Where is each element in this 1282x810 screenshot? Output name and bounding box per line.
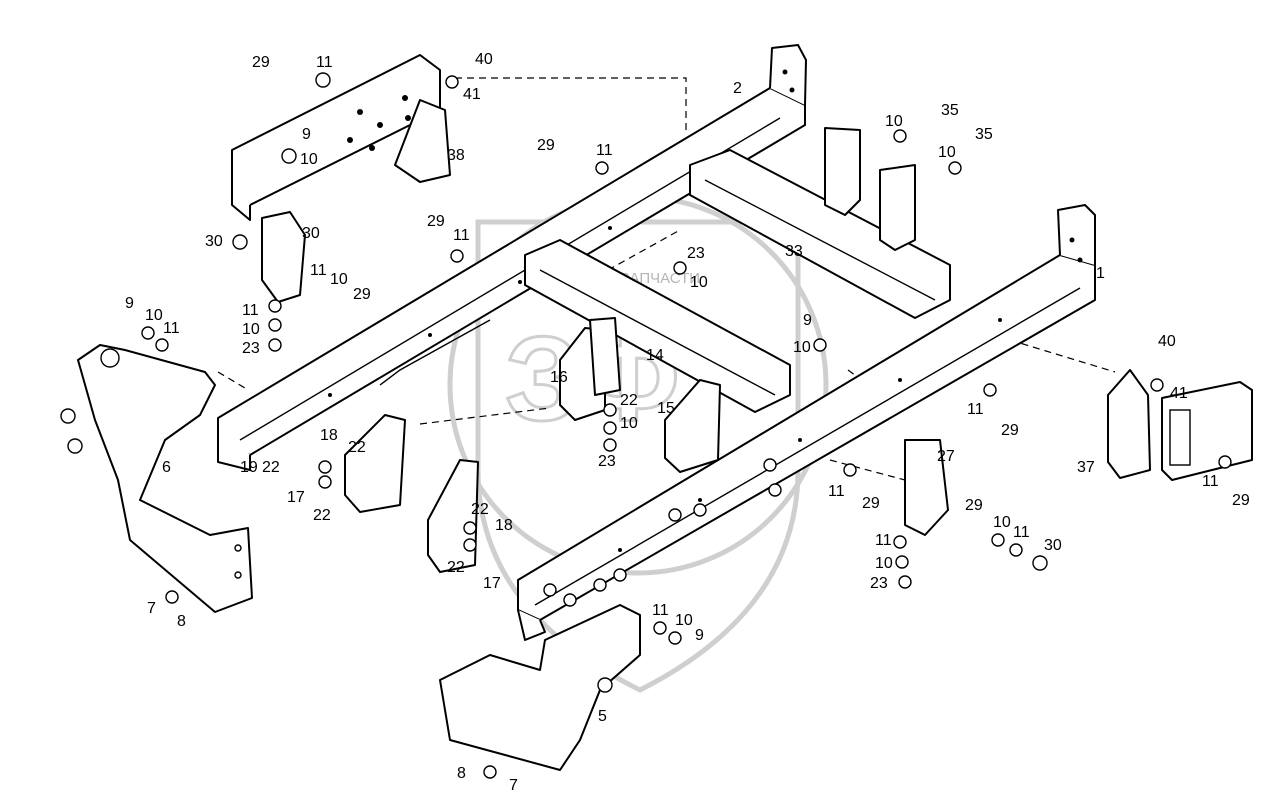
label-29: 29 [353,286,371,303]
label-15: 15 [657,400,675,417]
label-22: 22 [620,392,638,409]
label-36: 38 [447,147,465,164]
label-10i: 10 [620,415,638,432]
label-11: 11 [316,54,333,71]
label-11c: 11 [453,227,470,244]
bracket-27 [904,439,949,536]
label-8b: 8 [457,765,466,782]
label-10: 10 [300,151,318,168]
label-11g: 11 [967,401,984,418]
label-10f: 10 [145,307,163,324]
label-30b: 30 [1044,537,1062,554]
label-33: 35 [941,102,959,119]
label-17: 17 [287,489,305,506]
tow-hook-6 [77,344,253,613]
label-19: 19 [240,459,258,476]
label-23b: 23 [598,453,616,470]
tow-hooks [77,344,641,771]
label-7: 7 [147,600,156,617]
label-2: 2 [733,80,742,97]
label-30: 30 [205,233,223,250]
label-29b: 29 [965,497,983,514]
label-24b: 29 [537,137,555,154]
tow-hook-5 [439,604,641,771]
label-10e: 10 [330,271,348,288]
label-24f: 29 [1232,492,1250,509]
label-38: 41 [463,86,481,103]
label-18: 18 [320,427,338,444]
label-20e: 22 [447,559,465,576]
label-11i: 11 [1202,473,1219,490]
label-11d: 11 [310,262,327,279]
right-frame-rail [517,204,1096,641]
label-1: 1 [1096,265,1105,282]
label-16: 16 [550,369,568,386]
label-23: 23 [242,340,260,357]
label-7b: 7 [509,777,518,794]
label-20b: 22 [262,459,280,476]
label-21: 23 [687,245,705,262]
label-18b: 18 [495,517,513,534]
label-10l: 10 [675,612,693,629]
label-9d: 9 [695,627,704,644]
watermark-shield [475,219,801,693]
label-10k: 10 [875,555,893,572]
label-11b: 11 [596,142,613,159]
label-35: 37 [1077,459,1095,476]
label-10c: 10 [938,144,956,161]
leader-lines [217,77,1116,481]
label-11e: 11 [163,320,180,337]
left-frame-rail [217,44,807,471]
label-20: 22 [348,439,366,456]
label-20c: 22 [313,507,331,524]
label-32: 33 [785,243,803,260]
label-11l: 11 [652,602,669,619]
label-38b: 41 [1170,385,1188,402]
bracket-28 [261,211,306,303]
brackets [261,99,1253,573]
bracket-35 [1107,369,1151,479]
label-20d: 22 [471,501,489,518]
label-11f: 11 [242,302,259,319]
label-9c: 9 [803,312,812,329]
label-24e: 29 [862,495,880,512]
callout-labels: 29 11 40 41 2 9 10 38 29 11 10 35 10 35 … [125,51,1250,794]
bracket-32 [824,127,861,216]
upper-left-rail-section [231,54,441,221]
bracket-14 [589,317,621,396]
label-17b: 17 [483,575,501,592]
fasteners [60,72,1232,779]
label-5: 5 [598,708,607,725]
bracket-36 [394,99,451,183]
bracket-32b [879,164,916,251]
label-6: 6 [162,459,171,476]
label-28: 30 [302,225,320,242]
label-27: 27 [937,448,955,465]
label-23c: 23 [870,575,888,592]
label-9b: 9 [125,295,134,312]
bracket-20a [344,414,406,513]
bracket-15 [664,379,721,473]
label-10h: 10 [793,339,811,356]
label-24d: 29 [1001,422,1019,439]
label-11h: 11 [828,483,845,500]
label-11k: 11 [875,532,892,549]
label-11j: 11 [1013,524,1030,541]
label-37b: 40 [1158,333,1176,350]
label-10j: 10 [993,514,1011,531]
label-9: 9 [302,126,311,143]
cross-members [524,149,951,413]
label-10g: 10 [242,321,260,338]
label-24c: 29 [427,213,445,230]
label-37: 40 [475,51,493,68]
label-8: 8 [177,613,186,630]
label-10d: 10 [690,274,708,291]
label-24: 29 [252,54,270,71]
label-14: 14 [646,347,664,364]
label-10b: 10 [885,113,903,130]
label-33b: 35 [975,126,993,143]
